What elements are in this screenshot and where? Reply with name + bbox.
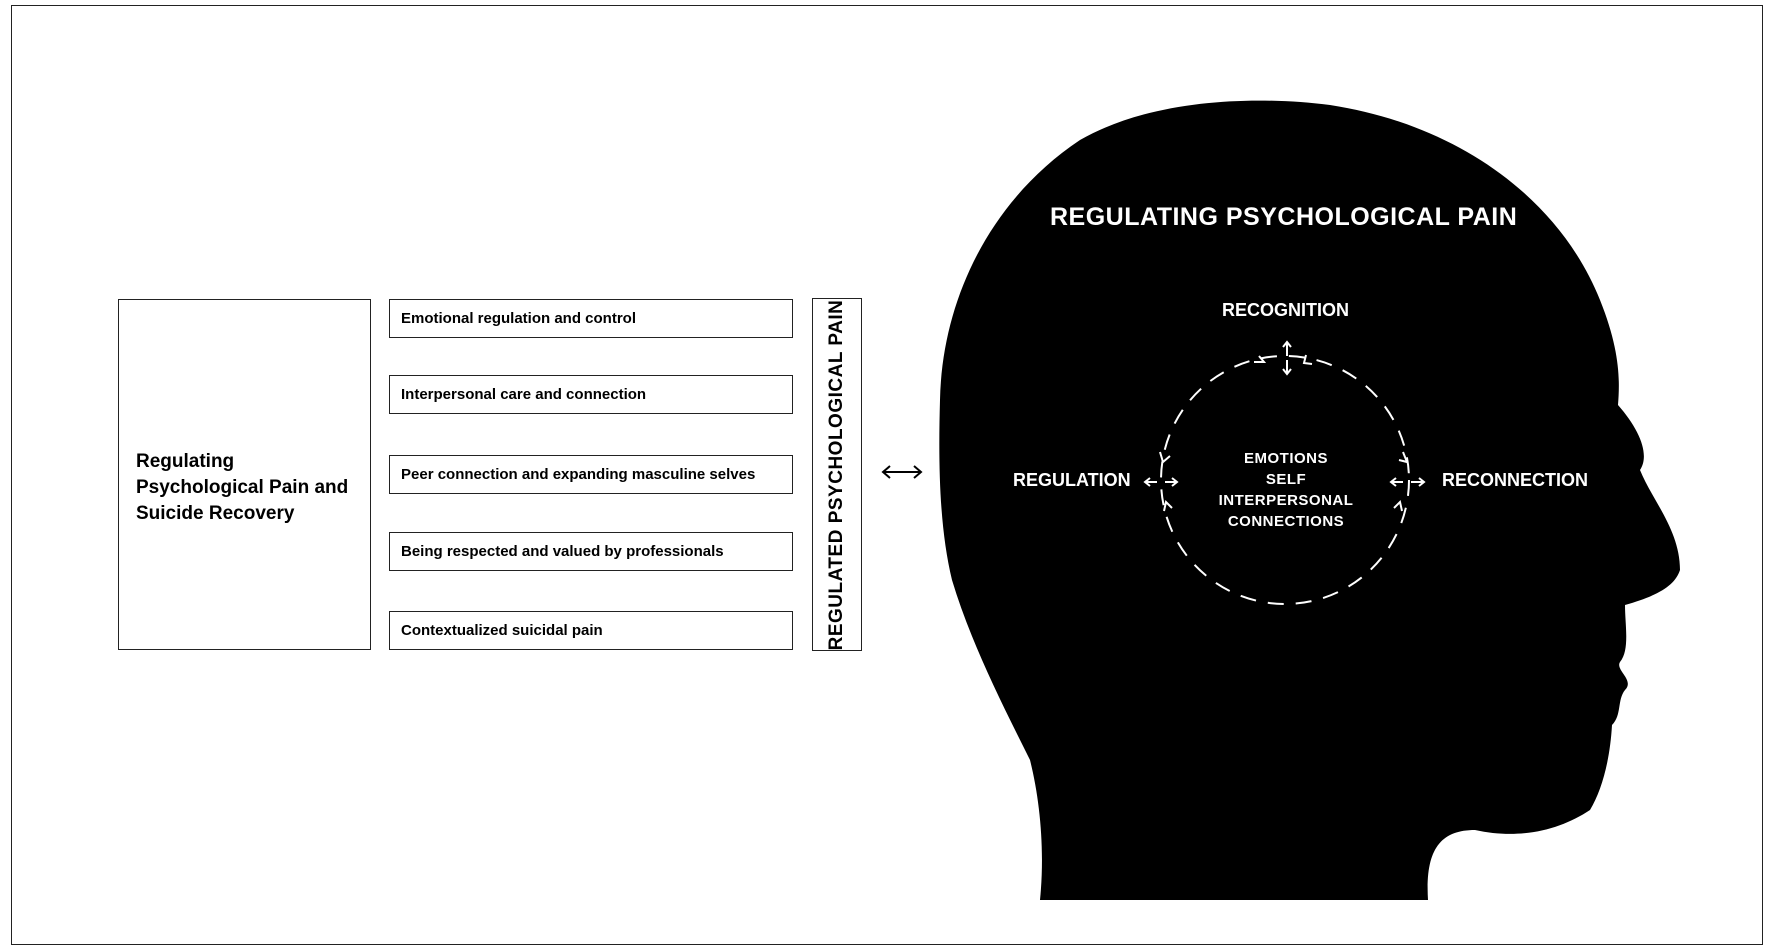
subcategory-box-5: Contextualized suicidal pain [389,611,793,650]
subcategory-label: Emotional regulation and control [401,310,637,327]
double-arrow-icon [881,465,923,479]
recognition-label: RECOGNITION [1222,300,1350,320]
subcategory-box-1: Emotional regulation and control [389,299,793,338]
regulation-arrows-icon [1143,477,1179,487]
regulation-label: REGULATION [1013,470,1131,490]
recognition-arrows-icon [1282,340,1292,376]
subcategory-box-2: Interpersonal care and connection [389,375,793,414]
cycle-circle [1160,355,1410,605]
subcategory-label: Being respected and valued by profession… [401,543,724,560]
reconnection-label: RECONNECTION [1442,470,1589,490]
subcategory-box-3: Peer connection and expanding masculine … [389,455,793,494]
cycle-center-text: EMOTIONS SELF INTERPERSONAL CONNECTIONS [1186,448,1386,532]
center-line-connections: CONNECTIONS [1227,513,1345,530]
subcategory-label: Interpersonal care and connection [401,386,647,403]
center-line-self: SELF [1265,471,1307,488]
subcategory-label: Contextualized suicidal pain [401,622,603,639]
center-line-interpersonal: INTERPERSONAL [1218,492,1354,509]
cycle-arrowheads [1159,354,1409,512]
main-category-label: Regulating Psychological Pain and Suicid… [136,451,349,524]
subcategory-label: Peer connection and expanding masculine … [401,466,756,483]
center-line-emotions: EMOTIONS [1243,450,1328,467]
head-shape [939,100,1680,900]
subcategory-box-4: Being respected and valued by profession… [389,532,793,571]
main-category-box: Regulating Psychological Pain and Suicid… [118,299,371,650]
head-title: REGULATING PSYCHOLOGICAL PAIN [1050,203,1518,231]
reconnection-arrows-icon [1389,477,1426,487]
outcome-box: REGULATED PSYCHOLOGICAL PAIN [812,298,862,651]
